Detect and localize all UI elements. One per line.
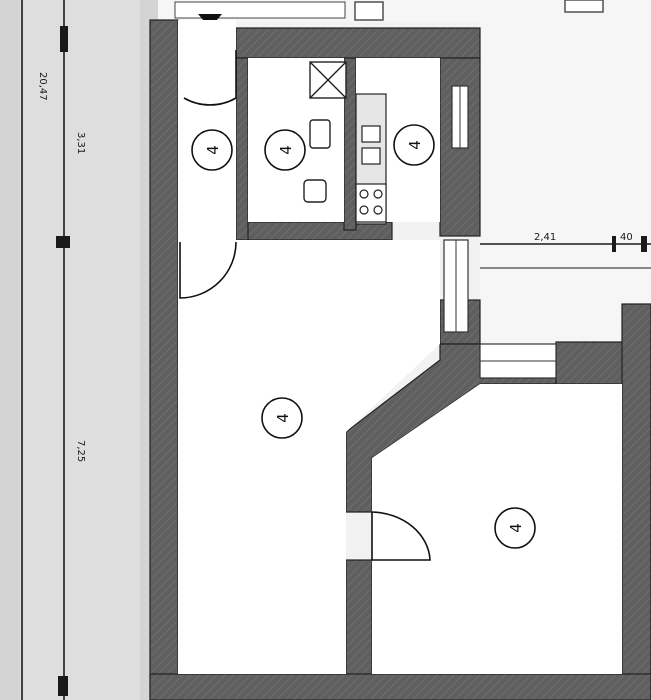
- top-window: [354, 1, 384, 21]
- room-marker-kitchen: 4: [393, 124, 435, 166]
- washbasin-icon: [309, 119, 331, 149]
- dimension-label-small: 40: [620, 232, 633, 243]
- dimension-label-lower: 7,25: [75, 440, 86, 462]
- dimension-label-width: 2,41: [534, 232, 556, 243]
- dimension-tick: [58, 676, 68, 696]
- room-number-hall: 4: [204, 145, 222, 155]
- top-right-fixture: [564, 0, 604, 13]
- room-number-bedroom: 4: [507, 523, 525, 533]
- room-number-kitchen: 4: [406, 140, 424, 150]
- toilet-icon: [303, 179, 327, 203]
- bedroom-door-swing: [371, 511, 431, 561]
- dimension-tick: [60, 26, 68, 52]
- stove-icon: [355, 183, 387, 223]
- windows: [443, 85, 557, 379]
- room-marker-hall: 4: [191, 129, 233, 171]
- hall-door-swing: [179, 241, 237, 299]
- room-number-bath: 4: [277, 145, 295, 155]
- vertical-dimension-chain: 20,47 3,31 7,25: [21, 0, 86, 700]
- dimension-label-overall: 20,47: [37, 72, 48, 101]
- doors: [179, 50, 431, 561]
- dimension-tick: [56, 236, 70, 248]
- room-marker-bedroom: 4: [494, 507, 536, 549]
- entrance-door-swing: [183, 50, 237, 106]
- exterior-area-light: [20, 0, 140, 700]
- room-markers: 4 4 4 4 4: [191, 124, 536, 549]
- room-number-living: 4: [274, 413, 292, 423]
- dimension-label-upper: 3,31: [75, 132, 86, 154]
- kitchen-fixtures: [355, 93, 387, 225]
- room-marker-living: 4: [261, 397, 303, 439]
- room-marker-bath: 4: [264, 129, 306, 171]
- sink-icon: [361, 147, 381, 165]
- sink-icon: [361, 125, 381, 143]
- horizontal-dimension-chain: 2,41 40: [480, 232, 651, 269]
- bathroom-fixtures: [303, 61, 347, 203]
